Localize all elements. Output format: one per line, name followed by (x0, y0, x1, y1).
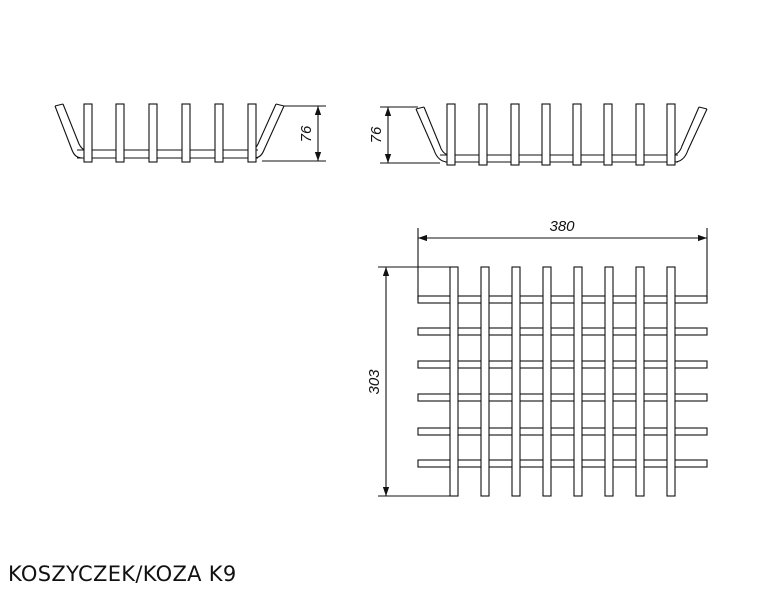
front-vertical-bar (148, 103, 158, 163)
front-vertical-bar (181, 103, 191, 163)
top-cross-bar (417, 427, 708, 436)
front-height-label: 76 (298, 125, 315, 142)
top-cross-bar (417, 295, 708, 304)
top-width-label: 380 (549, 218, 575, 235)
top-long-bar (666, 266, 676, 497)
top-long-bar (511, 266, 521, 497)
side-height-label: 76 (368, 126, 385, 143)
top-cross-bar (417, 327, 708, 336)
side-vertical-bar (666, 103, 676, 166)
side-vertical-bar (572, 103, 582, 166)
side-vertical-bar (541, 103, 551, 166)
side-vertical-bar (603, 103, 613, 166)
top-depth-label: 303 (366, 369, 383, 395)
front-vertical-bar (83, 103, 93, 163)
side-vertical-bar (446, 103, 456, 166)
top-horizontal-bars (417, 295, 708, 468)
top-cross-bar (417, 393, 708, 402)
top-long-bar (449, 266, 459, 497)
front-view (54, 103, 326, 163)
top-vertical-bars (449, 266, 676, 497)
front-vertical-bar (247, 103, 257, 163)
top-long-bar (604, 266, 614, 497)
side-vertical-bar (635, 103, 645, 166)
side-vertical-bars (446, 103, 676, 166)
top-cross-bar (417, 360, 708, 369)
top-long-bar (573, 266, 583, 497)
side-view (380, 103, 708, 166)
drawing-caption: KOSZYCZEK/KOZA K9 (8, 562, 237, 586)
top-cross-bar (417, 459, 708, 468)
front-left-curve-inner (62, 103, 87, 151)
side-left-curve-outer (415, 108, 449, 163)
front-vertical-bar (214, 103, 224, 163)
side-right-curve-outer (673, 108, 708, 163)
top-view (378, 228, 708, 497)
front-vertical-bar (115, 103, 125, 163)
front-right-curve-outer (253, 105, 285, 159)
front-vertical-bars (83, 103, 257, 163)
top-long-bar (542, 266, 552, 497)
side-right-curve-inner (671, 106, 700, 156)
front-left-curve-outer (54, 105, 83, 159)
side-left-curve-inner (423, 106, 451, 156)
top-long-bar (480, 266, 490, 497)
side-vertical-bar (510, 103, 520, 166)
top-long-bar (635, 266, 645, 497)
side-vertical-bar (478, 103, 488, 166)
